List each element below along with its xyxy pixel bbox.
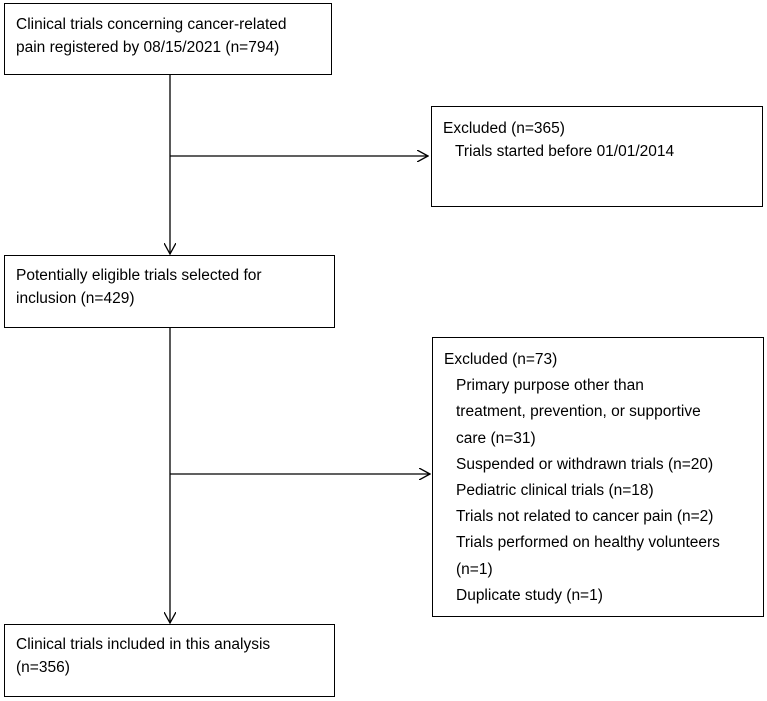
excluded-1-item: Trials started before 01/01/2014 xyxy=(455,143,675,160)
excluded-2-title: Excluded (n=73) xyxy=(444,351,558,368)
excluded-2-item: Suspended or withdrawn trials (n=20) xyxy=(456,455,714,473)
excluded-box-1: Excluded (n=365) Trials started before 0… xyxy=(431,106,763,207)
excluded-2-item: Duplicate study (n=1) xyxy=(456,586,603,604)
included-trials-box: Clinical trials included in this analysi… xyxy=(4,624,335,697)
excluded-1-title: Excluded (n=365) xyxy=(443,120,565,137)
registered-trials-box: Clinical trials concerning cancer-relate… xyxy=(4,3,332,75)
excluded-box-2: Excluded (n=73) Primary purpose other th… xyxy=(432,337,764,617)
excluded-2-item: care (n=31) xyxy=(456,429,536,447)
excluded-2-item: Pediatric clinical trials (n=18) xyxy=(456,482,654,500)
excluded-2-item: Primary purpose other than xyxy=(456,377,644,395)
registered-trials-line-2: pain registered by 08/15/2021 (n=794) xyxy=(16,39,280,56)
eligible-trials-line-2: inclusion (n=429) xyxy=(16,290,135,307)
included-trials-line-1: Clinical trials included in this analysi… xyxy=(16,636,271,653)
excluded-2-item: treatment, prevention, or supportive xyxy=(456,403,701,421)
included-trials-line-2: (n=356) xyxy=(16,659,70,676)
eligible-trials-box: Potentially eligible trials selected for… xyxy=(4,255,335,328)
eligible-trials-line-1: Potentially eligible trials selected for xyxy=(16,267,262,284)
excluded-2-item: Trials not related to cancer pain (n=2) xyxy=(456,508,714,526)
excluded-2-item: Trials performed on healthy volunteers xyxy=(456,534,720,552)
registered-trials-line-1: Clinical trials concerning cancer-relate… xyxy=(16,16,287,33)
excluded-2-item: (n=1) xyxy=(456,560,493,578)
